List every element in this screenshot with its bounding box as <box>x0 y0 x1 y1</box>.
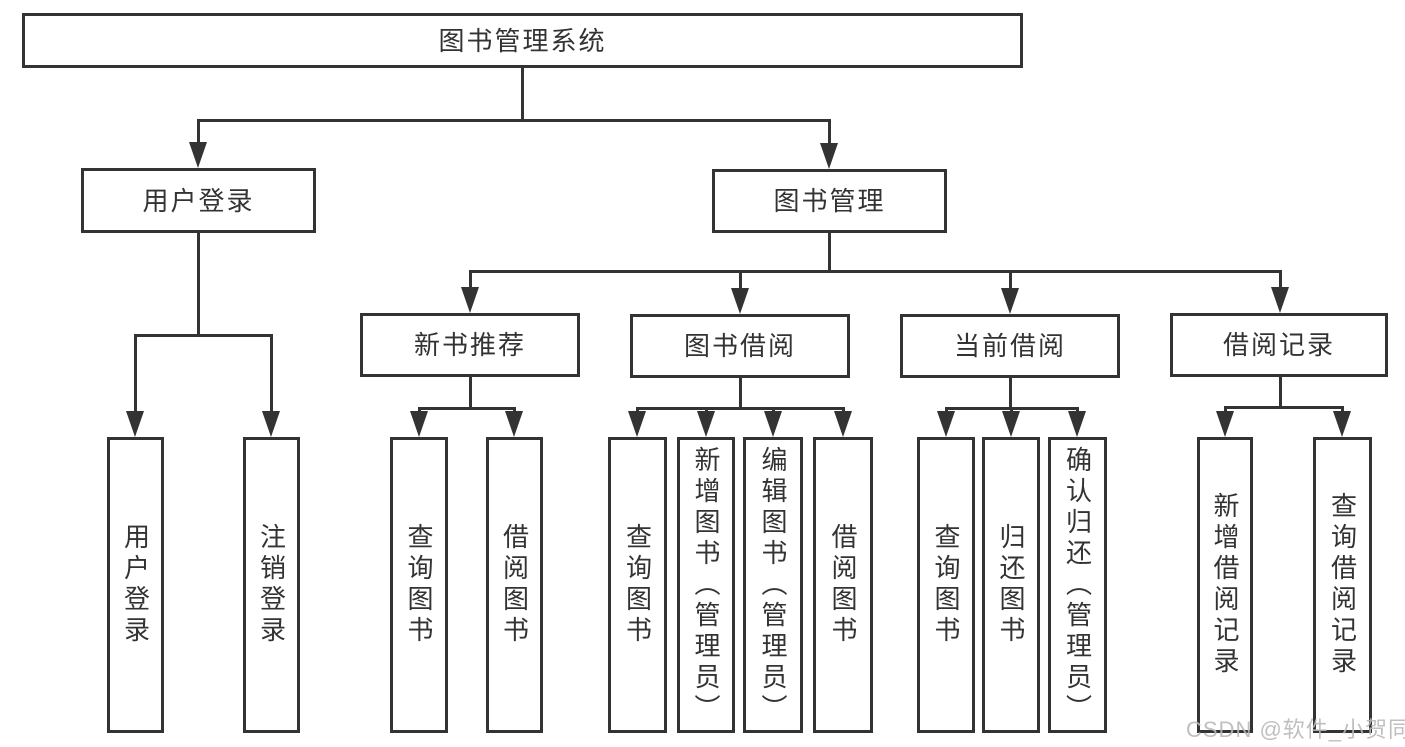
connector-arrow-stem-mgmt-to-level3-2 <box>1008 271 1012 291</box>
arrowhead-icon-borrow-to-leaves-3 <box>834 411 852 437</box>
arrowhead-icon-current-to-leaves-2 <box>1068 411 1086 437</box>
node-label-borrow-records: 借阅记录 <box>1222 330 1335 360</box>
arrowhead-icon-records-to-leaves-1 <box>1333 411 1351 437</box>
arrowhead-icon-mgmt-to-level3-1 <box>731 288 749 314</box>
arrowhead-icon-records-to-leaves-0 <box>1216 411 1234 437</box>
connector-stem-login-to-leaves <box>196 233 200 336</box>
connector-stem-rec-to-leaves <box>468 377 472 409</box>
node-label-book-borrow: 图书借阅 <box>683 331 796 361</box>
connector-bar-rec-to-leaves <box>417 406 516 410</box>
node-label-bb-edit-book: 编辑图书（管理员） <box>758 445 788 725</box>
arrowhead-icon-borrow-to-leaves-1 <box>697 411 715 437</box>
connector-arrow-stem-login-to-leaves-0 <box>133 335 137 414</box>
arrowhead-icon-current-to-leaves-0 <box>937 411 955 437</box>
connector-bar-login-to-leaves <box>133 333 273 337</box>
connector-stem-root-to-level2 <box>520 68 524 121</box>
node-label-login-group: 用户登录 <box>142 185 255 216</box>
connector-stem-current-to-leaves <box>1008 378 1012 409</box>
node-label-book-mgmt: 图书管理 <box>773 186 886 216</box>
node-login-group: 用户登录 <box>81 168 316 233</box>
arrowhead-icon-rec-to-leaves-0 <box>410 411 428 437</box>
node-rec-query-book: 查询图书 <box>390 437 448 733</box>
arrowhead-icon-rec-to-leaves-1 <box>505 411 523 437</box>
node-label-root: 图书管理系统 <box>438 25 607 56</box>
connector-arrow-stem-mgmt-to-level3-0 <box>468 271 472 290</box>
node-label-br-add-record: 新增借阅记录 <box>1210 492 1240 678</box>
node-label-logout: 注销登录 <box>256 523 287 647</box>
connector-arrow-stem-root-to-level2-0 <box>196 120 200 145</box>
connector-arrow-stem-mgmt-to-level3-3 <box>1278 271 1282 290</box>
arrowhead-icon-borrow-to-leaves-2 <box>764 411 782 437</box>
node-label-cb-return-book: 归还图书 <box>996 523 1026 647</box>
connector-arrow-stem-records-to-leaves-0 <box>1223 407 1227 414</box>
node-label-br-query-record: 查询借阅记录 <box>1327 492 1358 678</box>
node-label-rec-borrow-book: 借阅图书 <box>499 523 530 647</box>
node-cb-return-book: 归还图书 <box>982 437 1040 733</box>
node-current-borrow: 当前借阅 <box>900 314 1120 378</box>
node-br-add-record: 新增借阅记录 <box>1197 437 1253 733</box>
node-label-cb-confirm: 确认归还（管理员） <box>1062 445 1093 725</box>
node-label-rec-query-book: 查询图书 <box>404 523 434 647</box>
node-label-bb-borrow-book: 借阅图书 <box>828 523 858 647</box>
csdn-watermark: CSDN @软件_小贺同学 <box>1186 717 1405 742</box>
node-logout: 注销登录 <box>243 437 300 733</box>
node-user-login: 用户登录 <box>107 437 164 733</box>
connector-stem-records-to-leaves <box>1278 377 1282 408</box>
arrowhead-icon-root-to-level2-1 <box>820 143 838 169</box>
connector-bar-borrow-to-leaves <box>635 406 845 410</box>
connector-arrow-stem-mgmt-to-level3-1 <box>738 271 742 291</box>
connector-arrow-stem-records-to-leaves-1 <box>1340 407 1344 414</box>
node-label-new-book-rec: 新书推荐 <box>413 330 526 360</box>
connector-arrow-stem-root-to-level2-1 <box>827 120 831 146</box>
arrowhead-icon-mgmt-to-level3-3 <box>1271 287 1289 313</box>
node-new-book-rec: 新书推荐 <box>360 313 580 377</box>
node-book-mgmt: 图书管理 <box>712 169 947 233</box>
node-rec-borrow-book: 借阅图书 <box>486 437 543 733</box>
node-bb-add-book: 新增图书（管理员） <box>677 437 735 733</box>
node-label-user-login: 用户登录 <box>120 523 151 647</box>
node-label-current-borrow: 当前借阅 <box>953 331 1066 361</box>
arrowhead-icon-borrow-to-leaves-0 <box>628 411 646 437</box>
node-label-cb-query-book: 查询图书 <box>931 523 961 647</box>
connector-bar-root-to-level2 <box>196 118 831 122</box>
arrowhead-icon-current-to-leaves-1 <box>1002 411 1020 437</box>
connector-bar-mgmt-to-level3 <box>468 269 1282 273</box>
node-borrow-records: 借阅记录 <box>1170 313 1388 377</box>
arrowhead-icon-login-to-leaves-1 <box>262 411 280 437</box>
arrowhead-icon-root-to-level2-0 <box>189 142 207 168</box>
node-cb-query-book: 查询图书 <box>917 437 975 733</box>
connector-stem-borrow-to-leaves <box>738 378 742 409</box>
connector-arrow-stem-login-to-leaves-1 <box>269 335 273 414</box>
node-label-bb-query-book: 查询图书 <box>622 523 653 647</box>
node-cb-confirm: 确认归还（管理员） <box>1048 437 1107 733</box>
arrowhead-icon-login-to-leaves-0 <box>126 411 144 437</box>
node-root: 图书管理系统 <box>22 13 1023 68</box>
node-br-query-record: 查询借阅记录 <box>1313 437 1372 733</box>
connector-bar-records-to-leaves <box>1223 405 1344 409</box>
arrowhead-icon-mgmt-to-level3-0 <box>461 287 479 313</box>
connector-stem-mgmt-to-level3 <box>827 233 831 272</box>
node-label-bb-add-book: 新增图书（管理员） <box>691 445 721 725</box>
node-bb-borrow-book: 借阅图书 <box>813 437 873 733</box>
arrowhead-icon-mgmt-to-level3-2 <box>1001 288 1019 314</box>
node-bb-query-book: 查询图书 <box>608 437 667 733</box>
node-book-borrow: 图书借阅 <box>630 314 850 378</box>
node-bb-edit-book: 编辑图书（管理员） <box>743 437 803 733</box>
